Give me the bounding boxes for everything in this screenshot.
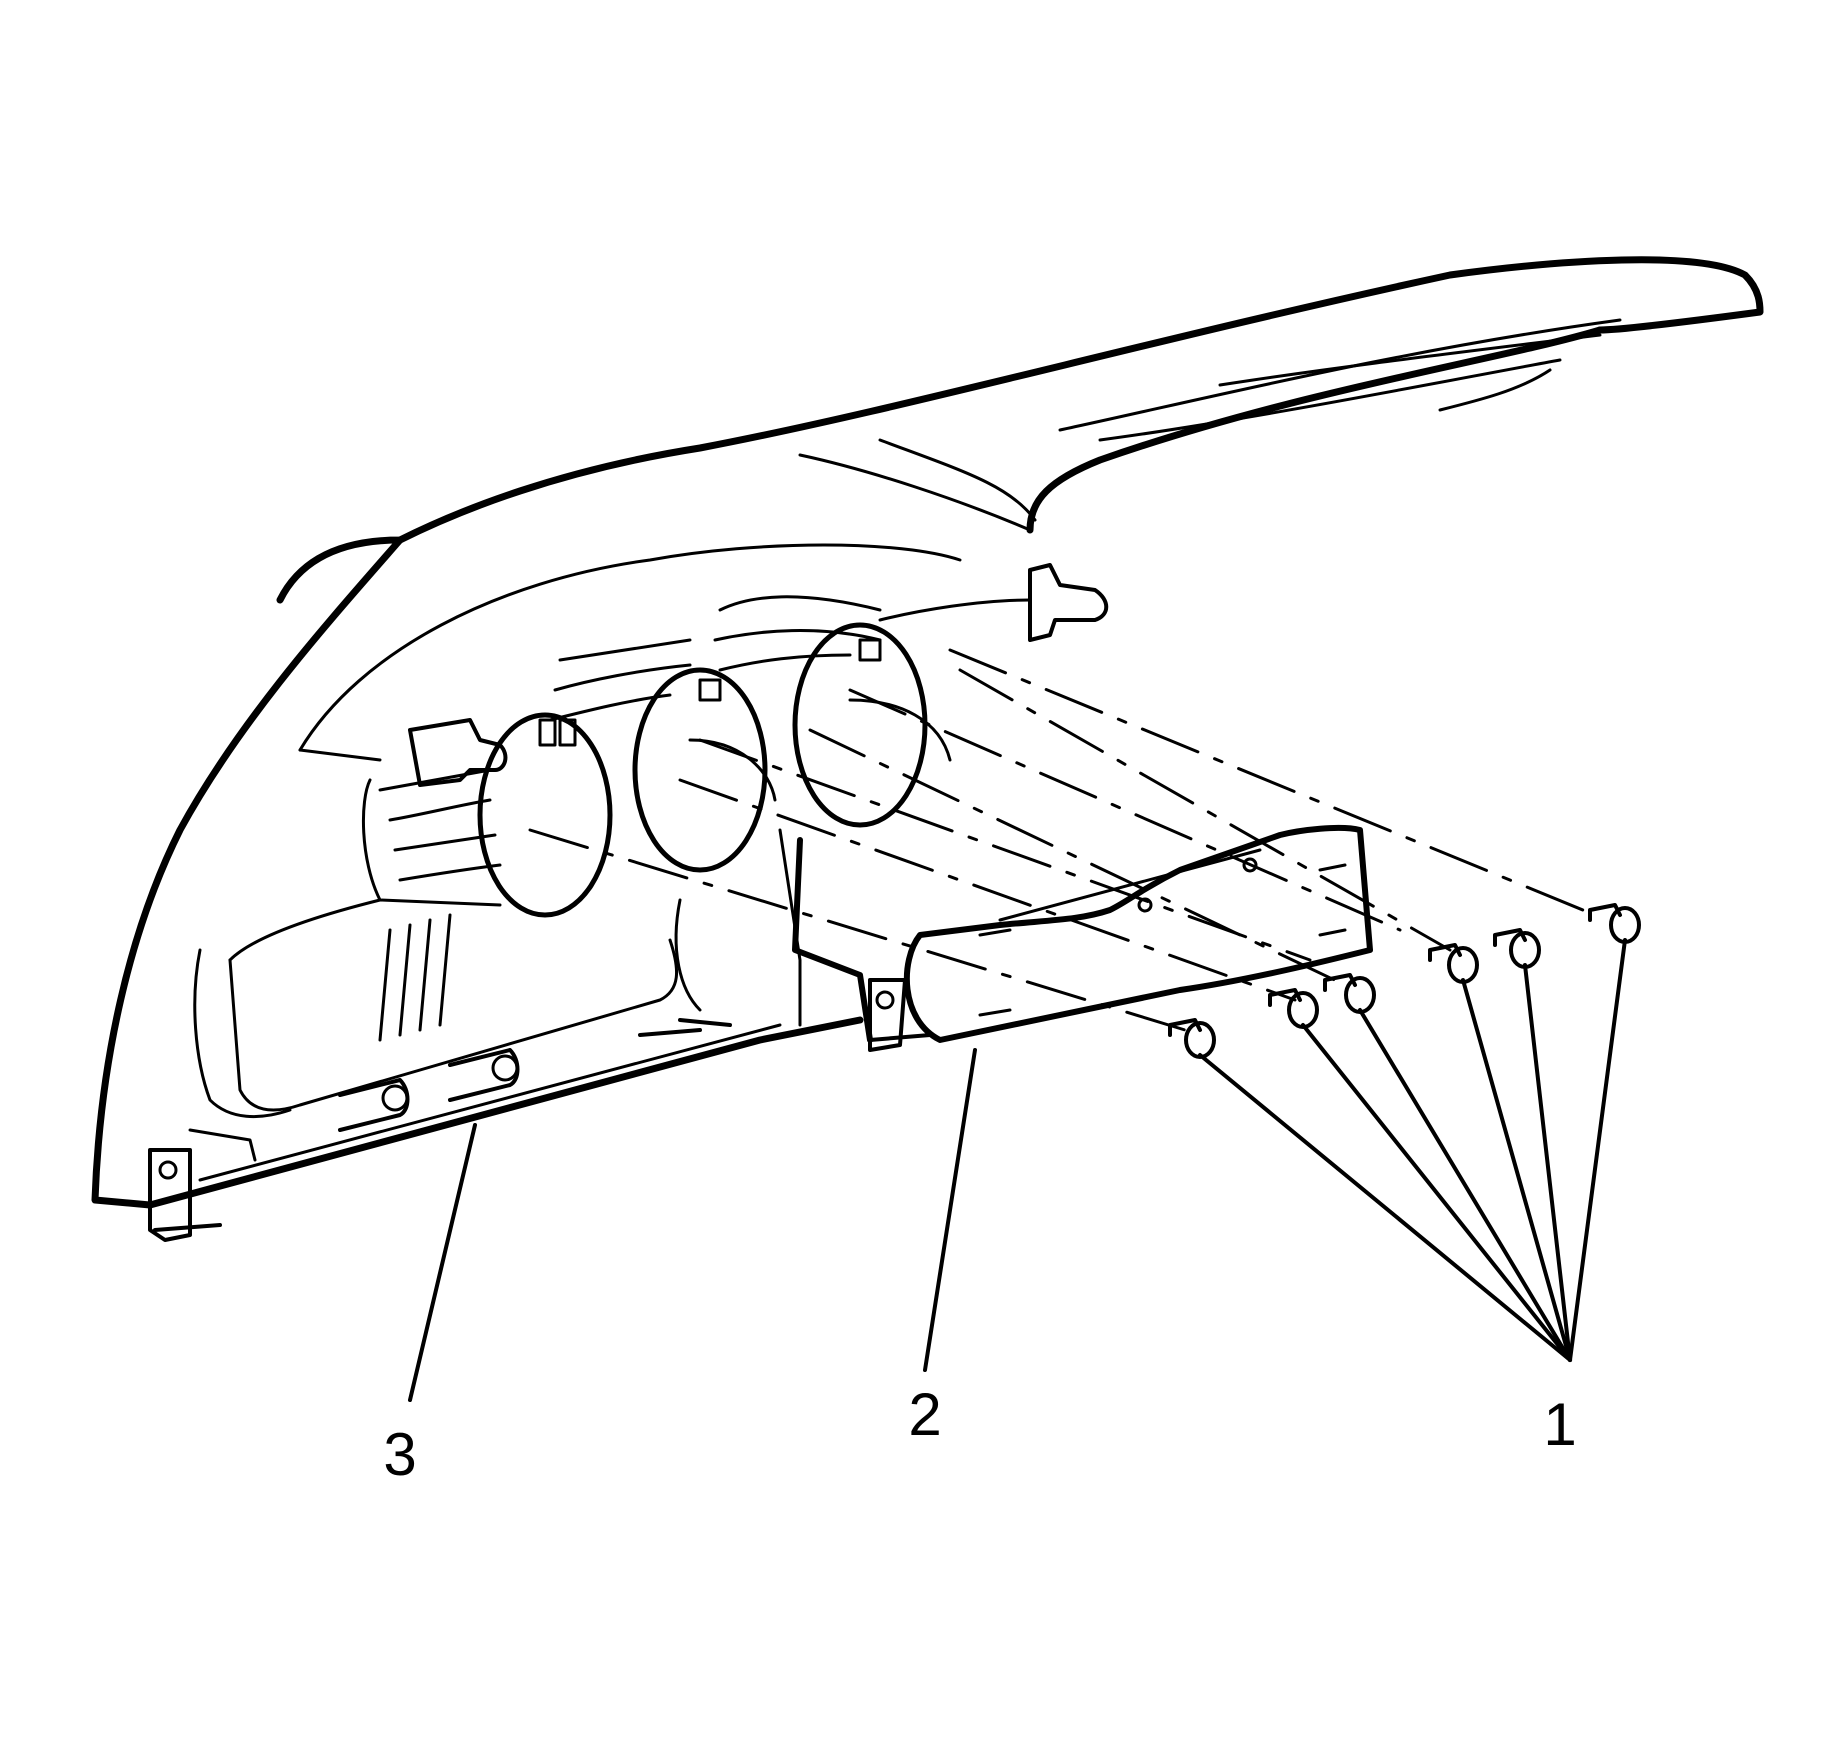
screw-3 [1323,973,1376,1014]
callout-1: 1 [1543,1391,1576,1458]
housing-panel [91,256,1764,1242]
screw-1 [1168,1018,1216,1059]
screw-5 [1493,928,1541,969]
gauge-pod-center [548,638,777,873]
gauge-pod-right [713,595,952,828]
alignment-lines [528,648,1597,1032]
screw-4 [1428,943,1479,984]
screw-6 [1588,903,1641,944]
callout-2: 2 [908,1381,941,1448]
callout-3: 3 [383,1421,416,1488]
lens-cover [792,824,1373,1052]
screw-2 [1268,988,1319,1029]
leader-lines [408,938,1627,1402]
gauge-pod-left [361,712,613,918]
